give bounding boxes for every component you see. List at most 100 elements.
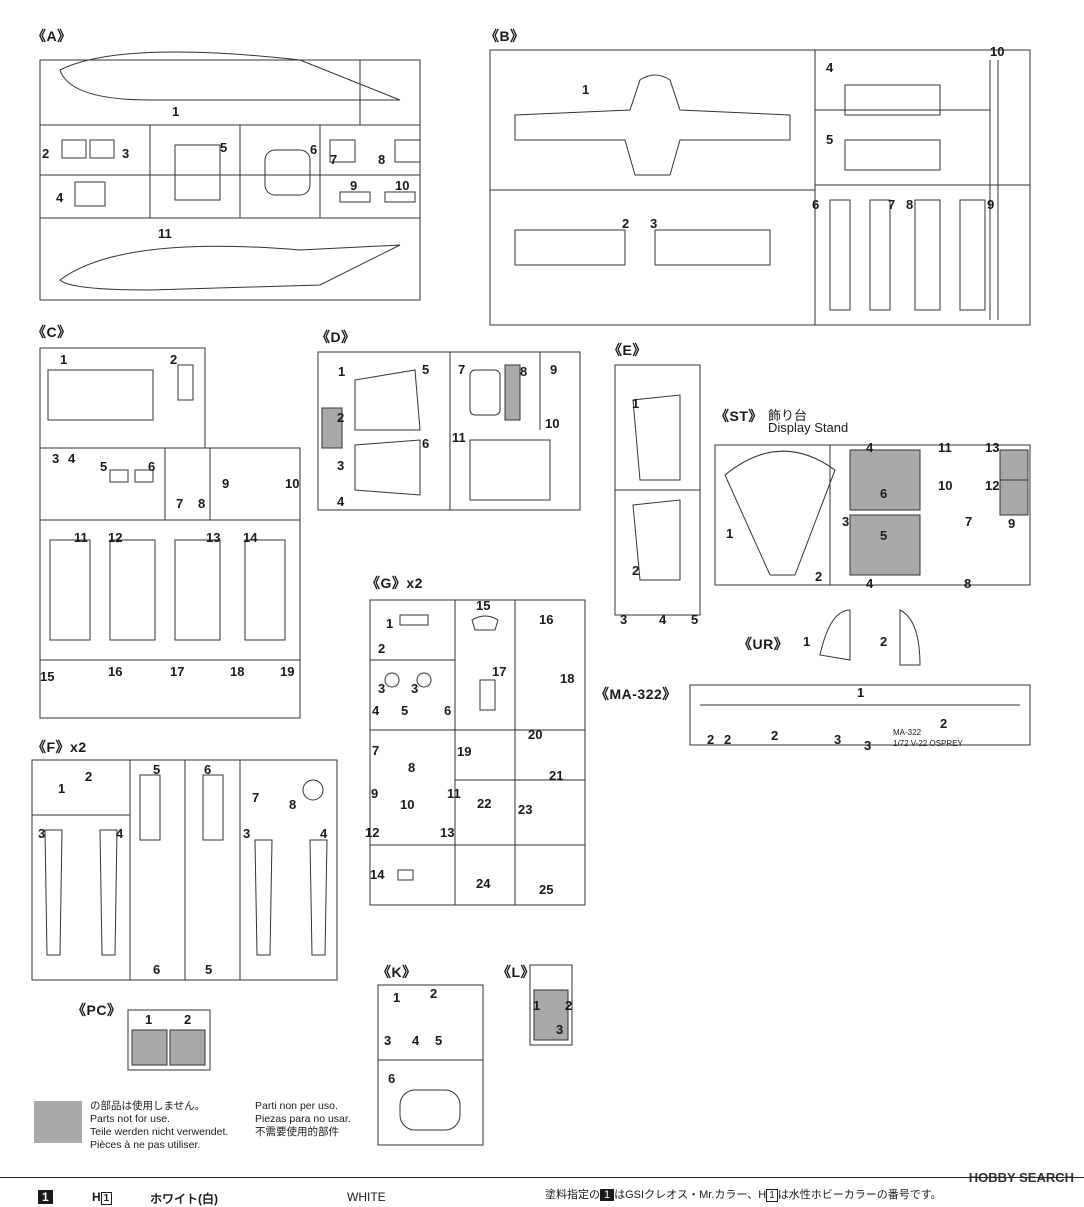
part-number: 4 [320, 826, 328, 841]
part-number: 5 [691, 612, 699, 627]
part-number: 4 [826, 60, 834, 75]
sprue-d-title: 《D》 [316, 329, 356, 345]
part-number: 6 [422, 436, 430, 451]
part-number: 10 [400, 797, 415, 812]
part-number: 5 [435, 1033, 443, 1048]
part-number: 2 [940, 716, 948, 731]
sprue-st-title-jp: 飾り台 [768, 408, 808, 423]
sprue-l-title: 《L》 [497, 964, 536, 980]
part-number: 8 [198, 496, 206, 511]
part-number: 9 [1008, 516, 1016, 531]
part-number: 3 [650, 216, 658, 231]
sprue-pc-title: 《PC》 [72, 1002, 122, 1018]
part-number: 14 [243, 530, 258, 545]
part-number: 6 [310, 142, 318, 157]
part-number: 11 [447, 786, 461, 801]
part-number: 17 [492, 664, 507, 679]
sprue-st-frame [714, 444, 1031, 586]
part-number: 5 [220, 140, 228, 155]
part-number: 4 [68, 451, 76, 466]
part-number: 4 [866, 440, 874, 455]
sprue-c-title: 《C》 [32, 324, 72, 340]
sprue-c-frame [39, 347, 301, 719]
part-number: 2 [707, 732, 715, 747]
part-number: 3 [38, 826, 46, 841]
part-number: 17 [170, 664, 185, 679]
part-number: 9 [350, 178, 358, 193]
part-number: 18 [560, 671, 575, 686]
part-number: 5 [826, 132, 834, 147]
sprue-ma322-title: 《MA-322》 [595, 686, 677, 702]
part-number: 6 [148, 459, 156, 474]
part-number: 6 [204, 762, 212, 777]
part-number: 2 [378, 641, 386, 656]
part-number: 3 [337, 458, 345, 473]
part-number: 2 [337, 410, 345, 425]
part-number: 25 [539, 882, 554, 897]
part-number: 3 [411, 681, 419, 696]
part-number: 4 [659, 612, 667, 627]
paint-note-b: はGSIクレオス・Mr.カラー、H [614, 1189, 767, 1201]
part-number: 6 [153, 962, 161, 977]
part-number: 3 [378, 681, 386, 696]
sprue-b-frame [489, 49, 1031, 326]
part-number: 1 [145, 1012, 153, 1027]
part-number: 9 [371, 786, 379, 801]
paint-code-prefix: H [92, 1190, 101, 1204]
paint-color-jp: ホワイト(白) [150, 1192, 218, 1206]
part-number: 3 [834, 732, 842, 747]
sprue-e-frame [614, 364, 701, 616]
sprue-g-title: 《G》x2 [366, 575, 423, 591]
part-number: 2 [85, 769, 93, 784]
part-number: 4 [412, 1033, 420, 1048]
part-number: 3 [243, 826, 251, 841]
part-number: 4 [56, 190, 64, 205]
part-number: 10 [990, 44, 1005, 59]
part-number: 2 [184, 1012, 192, 1027]
sprue-tag-text: MA-322 [893, 728, 922, 737]
part-number: 9 [550, 362, 558, 377]
sprue-a-frame [39, 51, 421, 301]
sprue-st-title-en: Display Stand [768, 420, 849, 435]
part-number: 19 [457, 744, 472, 759]
part-number: 1 [386, 616, 394, 631]
part-number: 2 [880, 634, 888, 649]
part-number: 6 [880, 486, 888, 501]
part-number: 9 [222, 476, 230, 491]
legend-it: Parti non per uso. [255, 1100, 338, 1112]
part-number: 1 [58, 781, 66, 796]
part-number: 20 [528, 727, 543, 742]
sprue-ur-parts [819, 609, 921, 666]
part-number: 1 [393, 990, 401, 1005]
part-number: 15 [40, 669, 55, 684]
part-number: 19 [280, 664, 295, 679]
sprue-k-frame [377, 984, 484, 1146]
legend-es: Piezas para no usar. [255, 1113, 351, 1125]
part-number: 1 [172, 104, 180, 119]
part-number: 7 [372, 743, 380, 758]
part-number: 23 [518, 802, 533, 817]
part-number: 2 [632, 563, 640, 578]
part-number: 6 [812, 197, 820, 212]
sprue-e-title: 《E》 [608, 342, 647, 358]
paint-table-bar [0, 1177, 1084, 1201]
legend-en: Parts not for use. [90, 1113, 170, 1125]
part-number: 14 [370, 867, 385, 882]
part-number: 8 [408, 760, 416, 775]
not-used-swatch [34, 1101, 82, 1143]
part-number: 1 [338, 364, 346, 379]
part-number: 6 [444, 703, 452, 718]
part-number: 2 [815, 569, 823, 584]
sprue-f-title: 《F》x2 [32, 739, 87, 755]
sprue-d-frame [317, 351, 581, 511]
part-number: 7 [176, 496, 184, 511]
part-number: 22 [477, 796, 492, 811]
part-number: 2 [622, 216, 630, 231]
sprue-a-title: 《A》 [32, 28, 72, 44]
part-number: 13 [440, 825, 455, 840]
sprue-g-frame [369, 599, 586, 906]
part-number: 1 [533, 998, 541, 1013]
part-number: 10 [545, 416, 560, 431]
part-number: 7 [965, 514, 973, 529]
